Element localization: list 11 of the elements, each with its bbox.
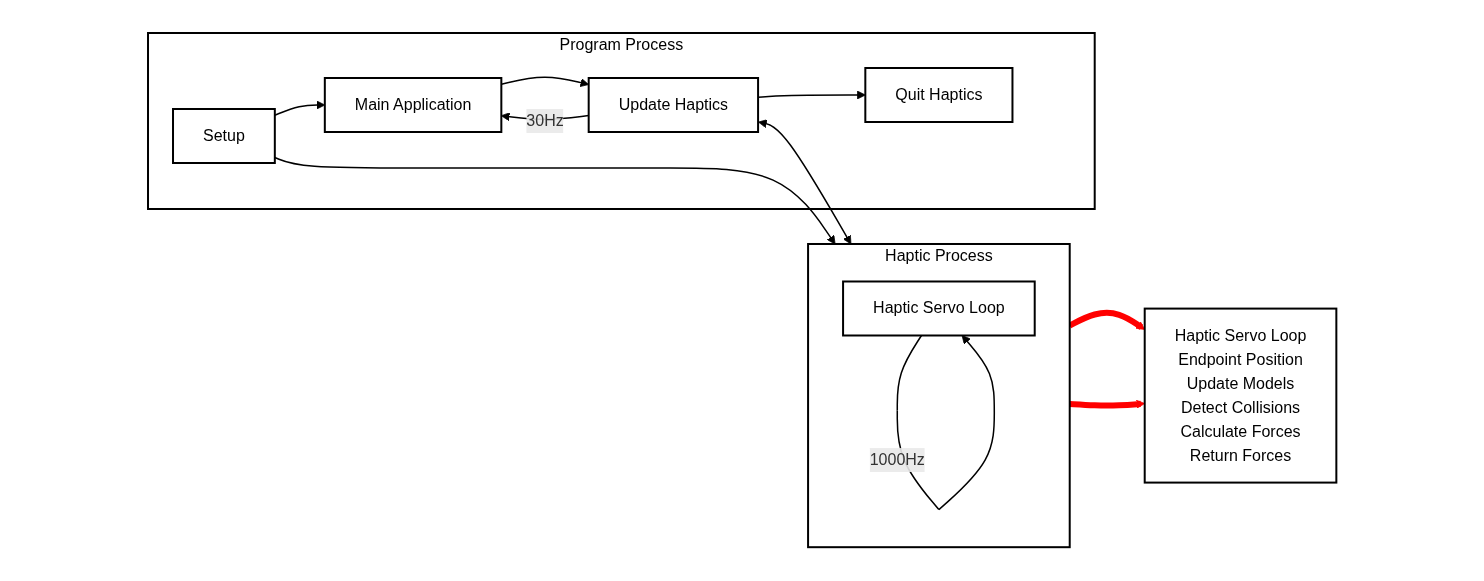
arrow (1069, 400, 1145, 409)
arrow (757, 91, 866, 100)
arrow (757, 119, 852, 245)
node-box: Haptic Servo Loop Endpoint Position Update Models Detect Collisions Calculate Forces Return Forces (1143, 308, 1338, 484)
node-box: Update Haptics (587, 77, 759, 134)
edge-label: 1000Hz (869, 451, 925, 469)
node-box: Haptic Servo Loop (841, 280, 1036, 337)
edge-label: 30Hz (526, 112, 564, 130)
node-box: Main Application (323, 77, 503, 134)
node-box: Quit Haptics (864, 67, 1014, 124)
node-box: Setup (171, 108, 276, 165)
